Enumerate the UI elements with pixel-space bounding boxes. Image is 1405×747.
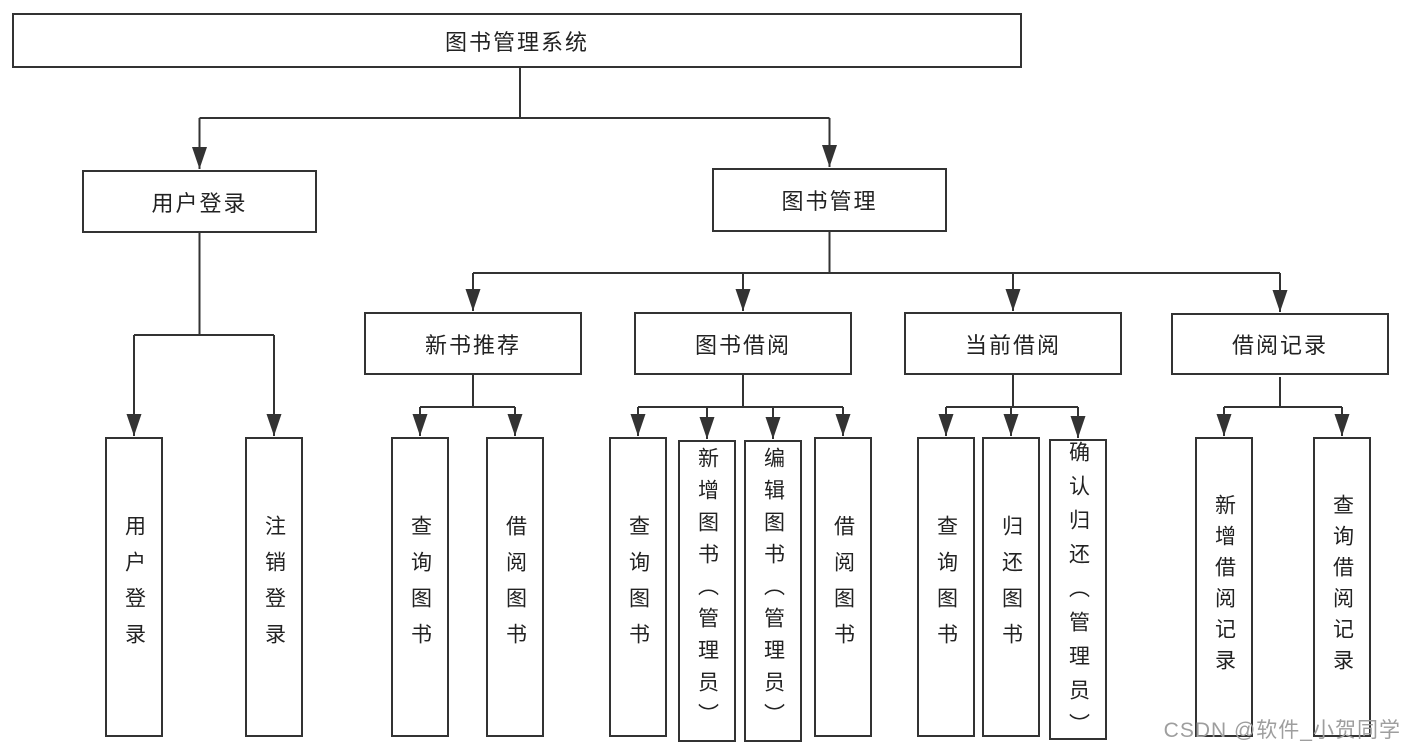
leaf-edit-book-admin: 编辑图书（管理员） <box>744 440 802 742</box>
leaf-add-borrow-record: 新增借阅记录 <box>1195 437 1253 737</box>
node-borrow-records: 借阅记录 <box>1171 313 1389 375</box>
leaf-return-book: 归还图书 <box>982 437 1040 737</box>
leaf-query-books-current: 查询图书 <box>917 437 975 737</box>
leaf-add-book-admin: 新增图书（管理员） <box>678 440 736 742</box>
leaf-logout: 注销登录 <box>245 437 303 737</box>
csdn-watermark: CSDN @软件_小贺同学 <box>1163 719 1401 742</box>
leaf-borrow-books-recommend: 借阅图书 <box>486 437 544 737</box>
leaf-query-borrow-record: 查询借阅记录 <box>1313 437 1371 737</box>
node-current-borrow: 当前借阅 <box>904 312 1122 375</box>
leaf-borrow-books: 借阅图书 <box>814 437 872 737</box>
leaf-user-login: 用户登录 <box>105 437 163 737</box>
leaf-query-books-borrow: 查询图书 <box>609 437 667 737</box>
node-user-login: 用户登录 <box>82 170 317 233</box>
leaf-query-books-recommend: 查询图书 <box>391 437 449 737</box>
node-book-management: 图书管理 <box>712 168 947 232</box>
leaf-confirm-return-admin: 确认归还（管理员） <box>1049 439 1107 747</box>
node-new-book-recommend: 新书推荐 <box>364 312 582 375</box>
node-root-system: 图书管理系统 <box>12 13 1022 68</box>
node-book-borrow: 图书借阅 <box>634 312 852 375</box>
